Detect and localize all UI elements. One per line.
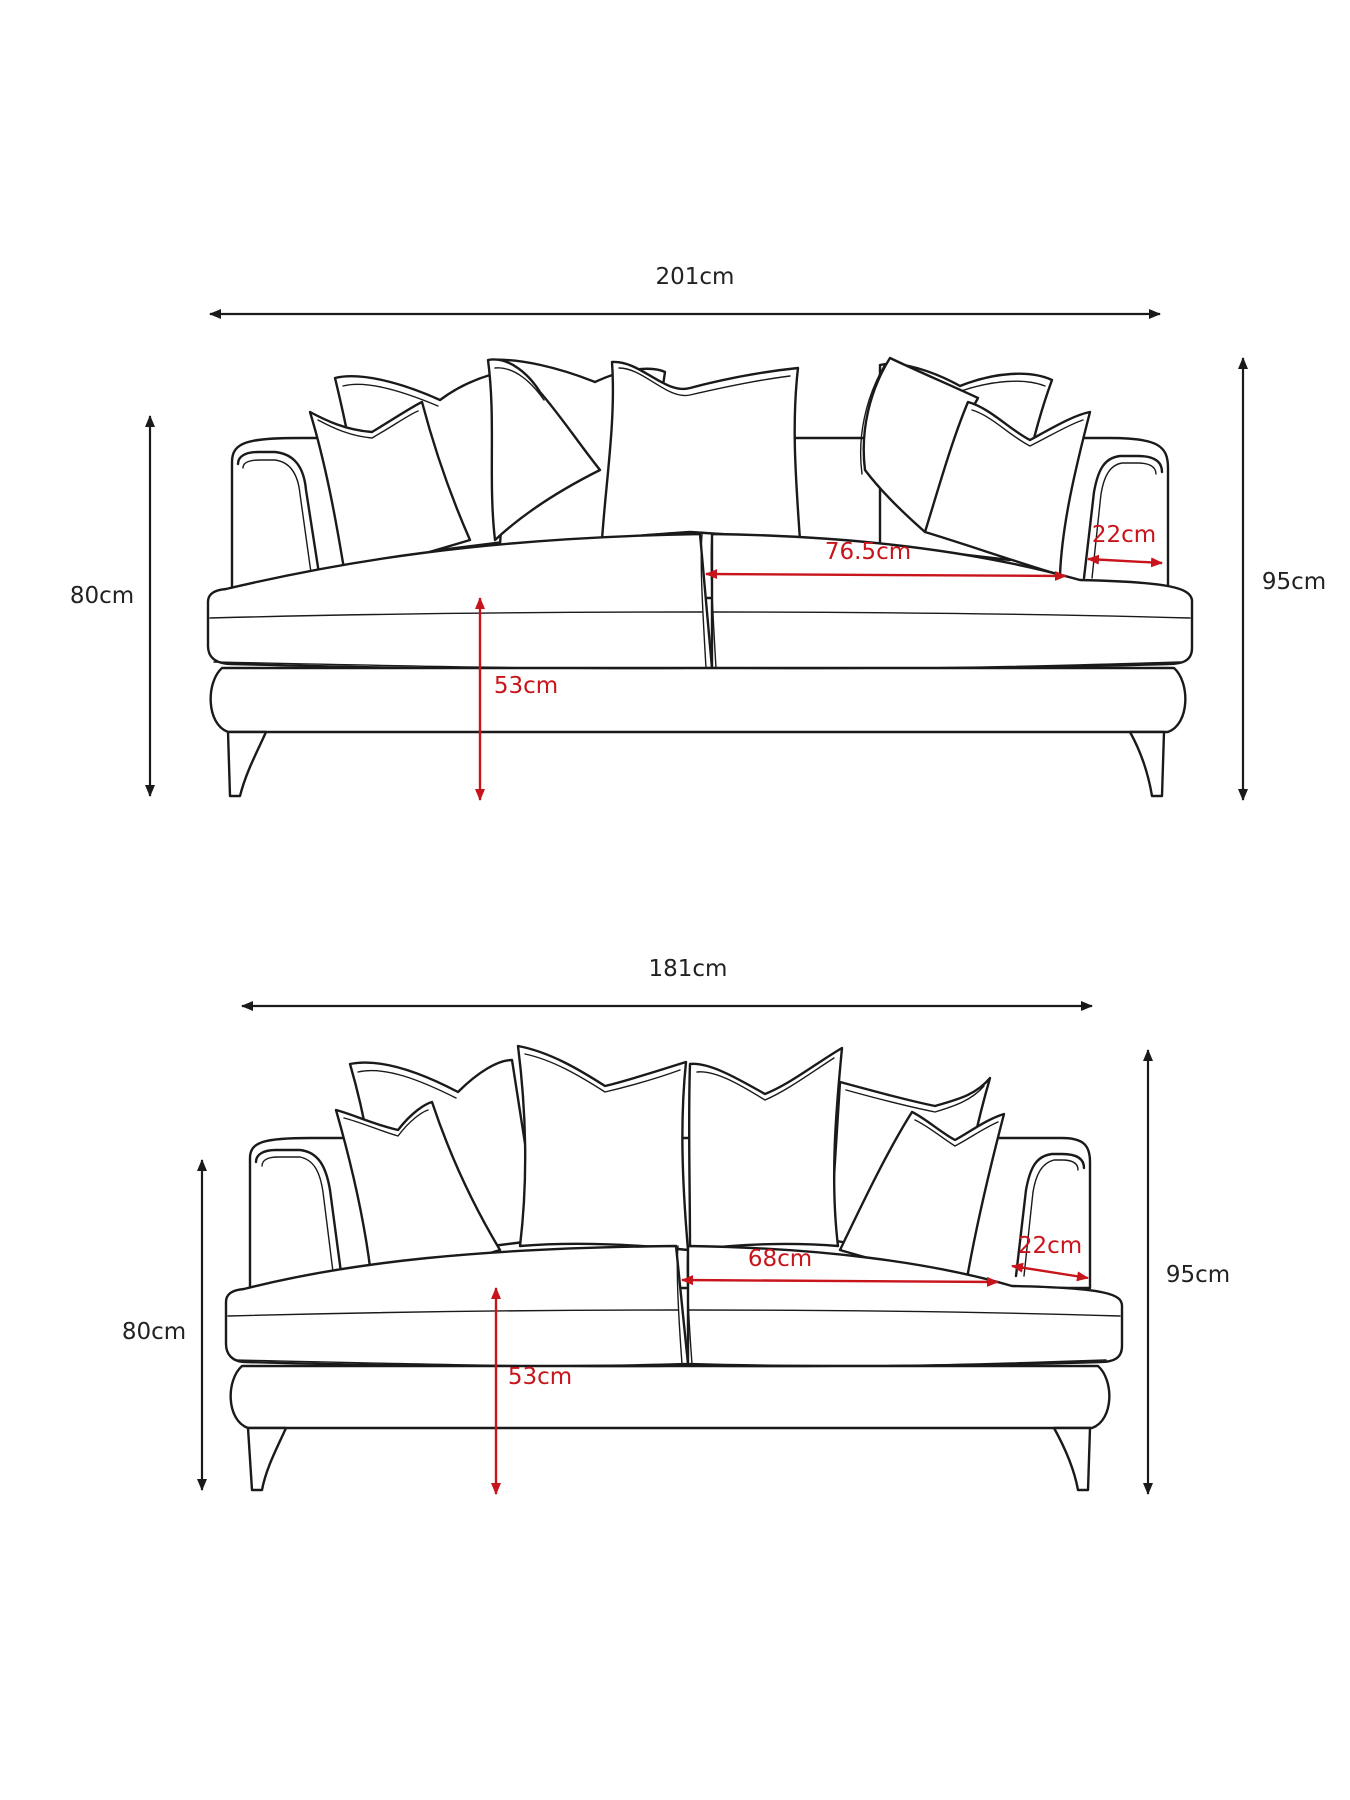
sofa-large-pillow-center	[600, 360, 802, 542]
sofa-large-seat-depth-line	[705, 569, 1067, 581]
sofa-large-left-arm	[236, 450, 322, 582]
sofa-large-pillow-front-right	[923, 400, 1092, 577]
sofa-small	[224, 1044, 1124, 1492]
sofa-large-pillow-center-left	[486, 358, 602, 542]
sofa-small-width-label: 181cm	[649, 956, 728, 982]
sofa-small-right-arm	[1014, 1152, 1086, 1278]
sofa-large-leg-right	[1128, 730, 1166, 798]
sofa-small-seat-depth-label: 68cm	[748, 1246, 812, 1272]
sofa-large-right-arm	[1082, 454, 1164, 580]
sofa-large-back-height-label: 80cm	[70, 583, 134, 609]
sofa-large-seat-depth-label: 76.5cm	[825, 539, 911, 565]
sofa-large-width-label: 201cm	[656, 264, 735, 290]
sofa-large	[206, 356, 1194, 798]
sofa-large-base	[209, 666, 1187, 734]
sofa-small-left-arm	[254, 1148, 344, 1282]
sofa-small-pillow-front-left	[334, 1100, 502, 1286]
sofa-small-arm-width-label: 22cm	[1018, 1233, 1082, 1259]
sofa-large-arm-width-label: 22cm	[1092, 522, 1156, 548]
sofa-small-leg-right	[1052, 1426, 1092, 1492]
sofa-small-base	[229, 1364, 1111, 1430]
sofa-small-total-height-label: 95cm	[1166, 1262, 1230, 1288]
sofa-small-seat-depth-line	[681, 1275, 999, 1287]
sofa-small-leg-left	[246, 1426, 288, 1492]
sofa-large-leg-left	[226, 730, 268, 798]
sofa-small-back-height-label: 80cm	[122, 1319, 186, 1345]
sofa-small-pillow-front-right	[838, 1110, 1006, 1286]
sofa-large-seat-height-label: 53cm	[494, 673, 558, 699]
sofa-small-pillow-center-right	[687, 1046, 844, 1252]
sofa-large-pillow-front-left	[308, 400, 472, 577]
sofa-large-arm-width-line	[1087, 554, 1163, 568]
sofa-small-arm-width-line	[1011, 1262, 1089, 1282]
sofa-large-total-height-label: 95cm	[1262, 569, 1326, 595]
sofa-small-pillow-center-left	[516, 1044, 690, 1252]
sofa-small-seat-height-label: 53cm	[508, 1364, 572, 1390]
